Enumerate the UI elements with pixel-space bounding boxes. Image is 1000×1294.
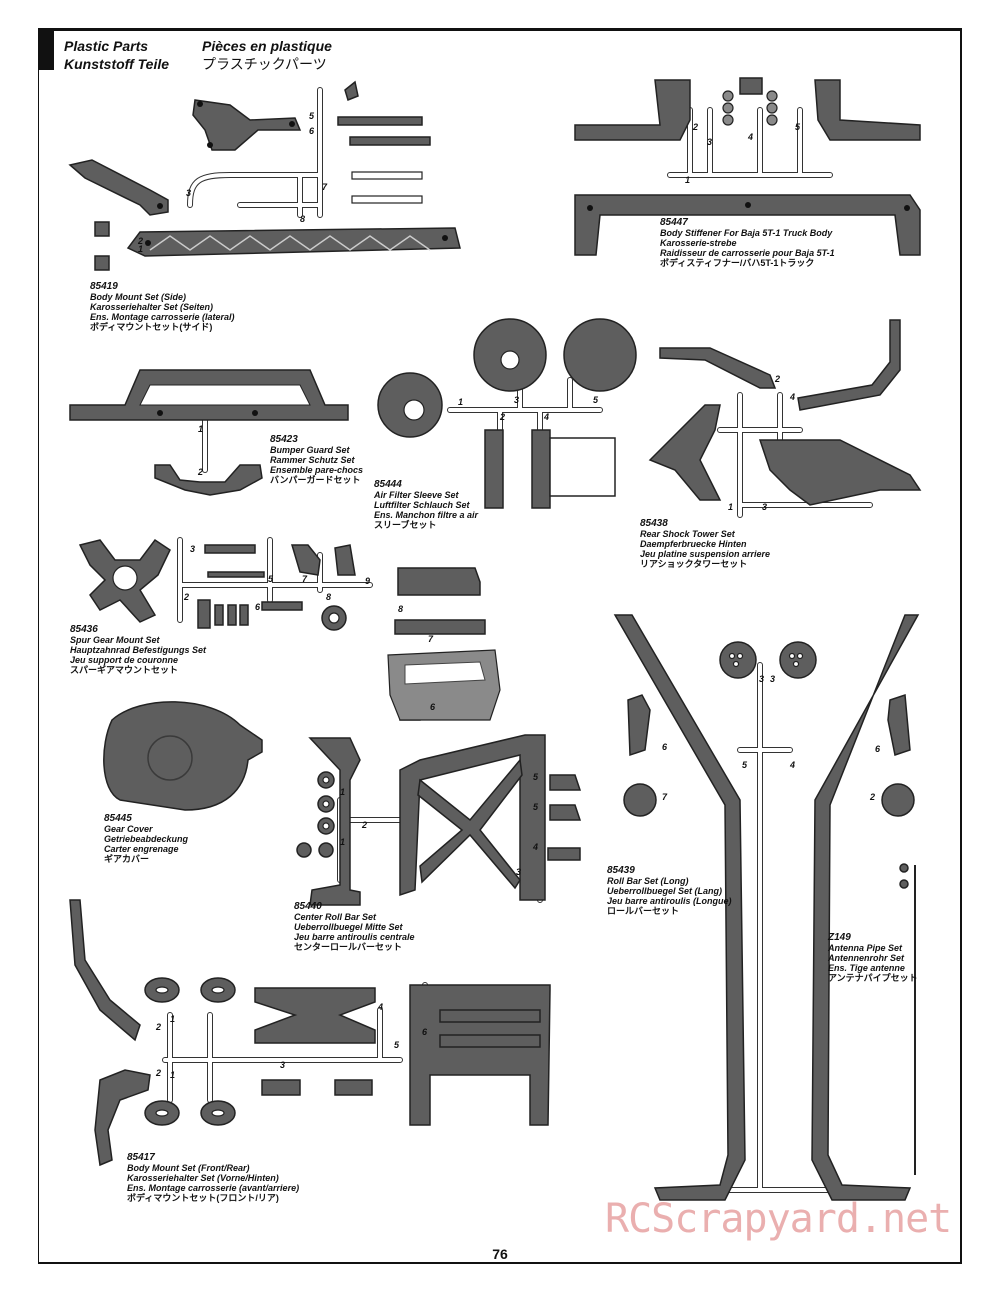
svg-text:1: 1	[138, 244, 143, 254]
svg-text:8: 8	[326, 592, 331, 602]
svg-text:6: 6	[255, 602, 261, 612]
watermark: RCScrapyard.net	[605, 1196, 952, 1242]
svg-text:5: 5	[795, 122, 801, 132]
page-frame	[38, 28, 962, 1264]
part-85440-diagram: 1 1 2 3 5 5 4 6 7 8	[296, 567, 582, 906]
svg-text:5: 5	[593, 395, 599, 405]
svg-text:5: 5	[533, 802, 539, 812]
svg-text:3: 3	[280, 1060, 285, 1070]
svg-text:4: 4	[747, 132, 753, 142]
svg-text:3: 3	[770, 674, 775, 684]
part-85444-diagram: 1 3 5 2 4	[377, 318, 637, 509]
svg-text:6: 6	[875, 744, 881, 754]
svg-text:6: 6	[430, 702, 436, 712]
part-85445-diagram	[103, 701, 263, 811]
part-85423-diagram: 12	[69, 369, 349, 496]
svg-text:1: 1	[340, 787, 345, 797]
part-z149-diagram	[899, 863, 916, 1175]
svg-text:2: 2	[499, 412, 505, 422]
svg-text:2: 2	[155, 1068, 161, 1078]
svg-text:2: 2	[774, 374, 780, 384]
svg-text:7: 7	[322, 182, 328, 192]
svg-text:3: 3	[759, 674, 764, 684]
svg-text:8: 8	[300, 214, 305, 224]
svg-text:2: 2	[361, 820, 367, 830]
svg-text:3: 3	[190, 544, 195, 554]
svg-text:4: 4	[543, 412, 549, 422]
svg-text:7: 7	[302, 574, 308, 584]
svg-text:1: 1	[170, 1070, 175, 1080]
svg-text:7: 7	[662, 792, 668, 802]
svg-text:5: 5	[268, 574, 274, 584]
part-85419-diagram: 5 6 7 8 3 21	[68, 80, 461, 271]
part-85438-diagram: 24 1 3	[648, 319, 922, 518]
svg-text:1: 1	[685, 175, 690, 185]
svg-text:2: 2	[137, 236, 143, 246]
svg-text:1: 1	[340, 837, 345, 847]
svg-text:3: 3	[516, 867, 521, 877]
svg-text:3: 3	[762, 502, 767, 512]
svg-text:5: 5	[742, 760, 748, 770]
page-number: 76	[492, 1246, 508, 1262]
svg-text:7: 7	[428, 634, 434, 644]
svg-text:8: 8	[398, 604, 403, 614]
svg-text:5: 5	[309, 111, 315, 121]
svg-text:1: 1	[170, 1014, 175, 1024]
svg-text:4: 4	[789, 392, 795, 402]
svg-text:2: 2	[869, 792, 875, 802]
svg-text:4: 4	[377, 1002, 383, 1012]
section-tab	[38, 28, 54, 70]
svg-text:4: 4	[532, 842, 538, 852]
svg-text:6: 6	[422, 1027, 428, 1037]
part-85436-diagram: 3 5 7 9 2 6 8	[78, 537, 373, 631]
svg-text:5: 5	[394, 1040, 400, 1050]
part-85447-diagram: 23 4 5 1	[574, 77, 921, 256]
svg-text:6: 6	[309, 126, 315, 136]
header-pieces-plastique: Pièces en plastique	[202, 38, 332, 54]
svg-text:2: 2	[197, 467, 203, 477]
header-japanese: プラスチックパーツ	[202, 56, 327, 72]
svg-text:2: 2	[183, 592, 189, 602]
header-plastic-parts: Plastic Parts	[64, 38, 149, 54]
svg-text:3: 3	[186, 188, 191, 198]
svg-text:4: 4	[789, 760, 795, 770]
header-kunststoff: Kunststoff Teile	[64, 56, 170, 72]
svg-text:9: 9	[365, 576, 370, 586]
svg-text:2: 2	[692, 122, 698, 132]
svg-text:3: 3	[514, 395, 519, 405]
svg-text:1: 1	[198, 424, 203, 434]
svg-text:3: 3	[707, 137, 712, 147]
svg-text:2: 2	[155, 1022, 161, 1032]
svg-text:6: 6	[662, 742, 668, 752]
svg-text:5: 5	[533, 772, 539, 782]
svg-text:1: 1	[458, 397, 463, 407]
svg-text:1: 1	[728, 502, 733, 512]
